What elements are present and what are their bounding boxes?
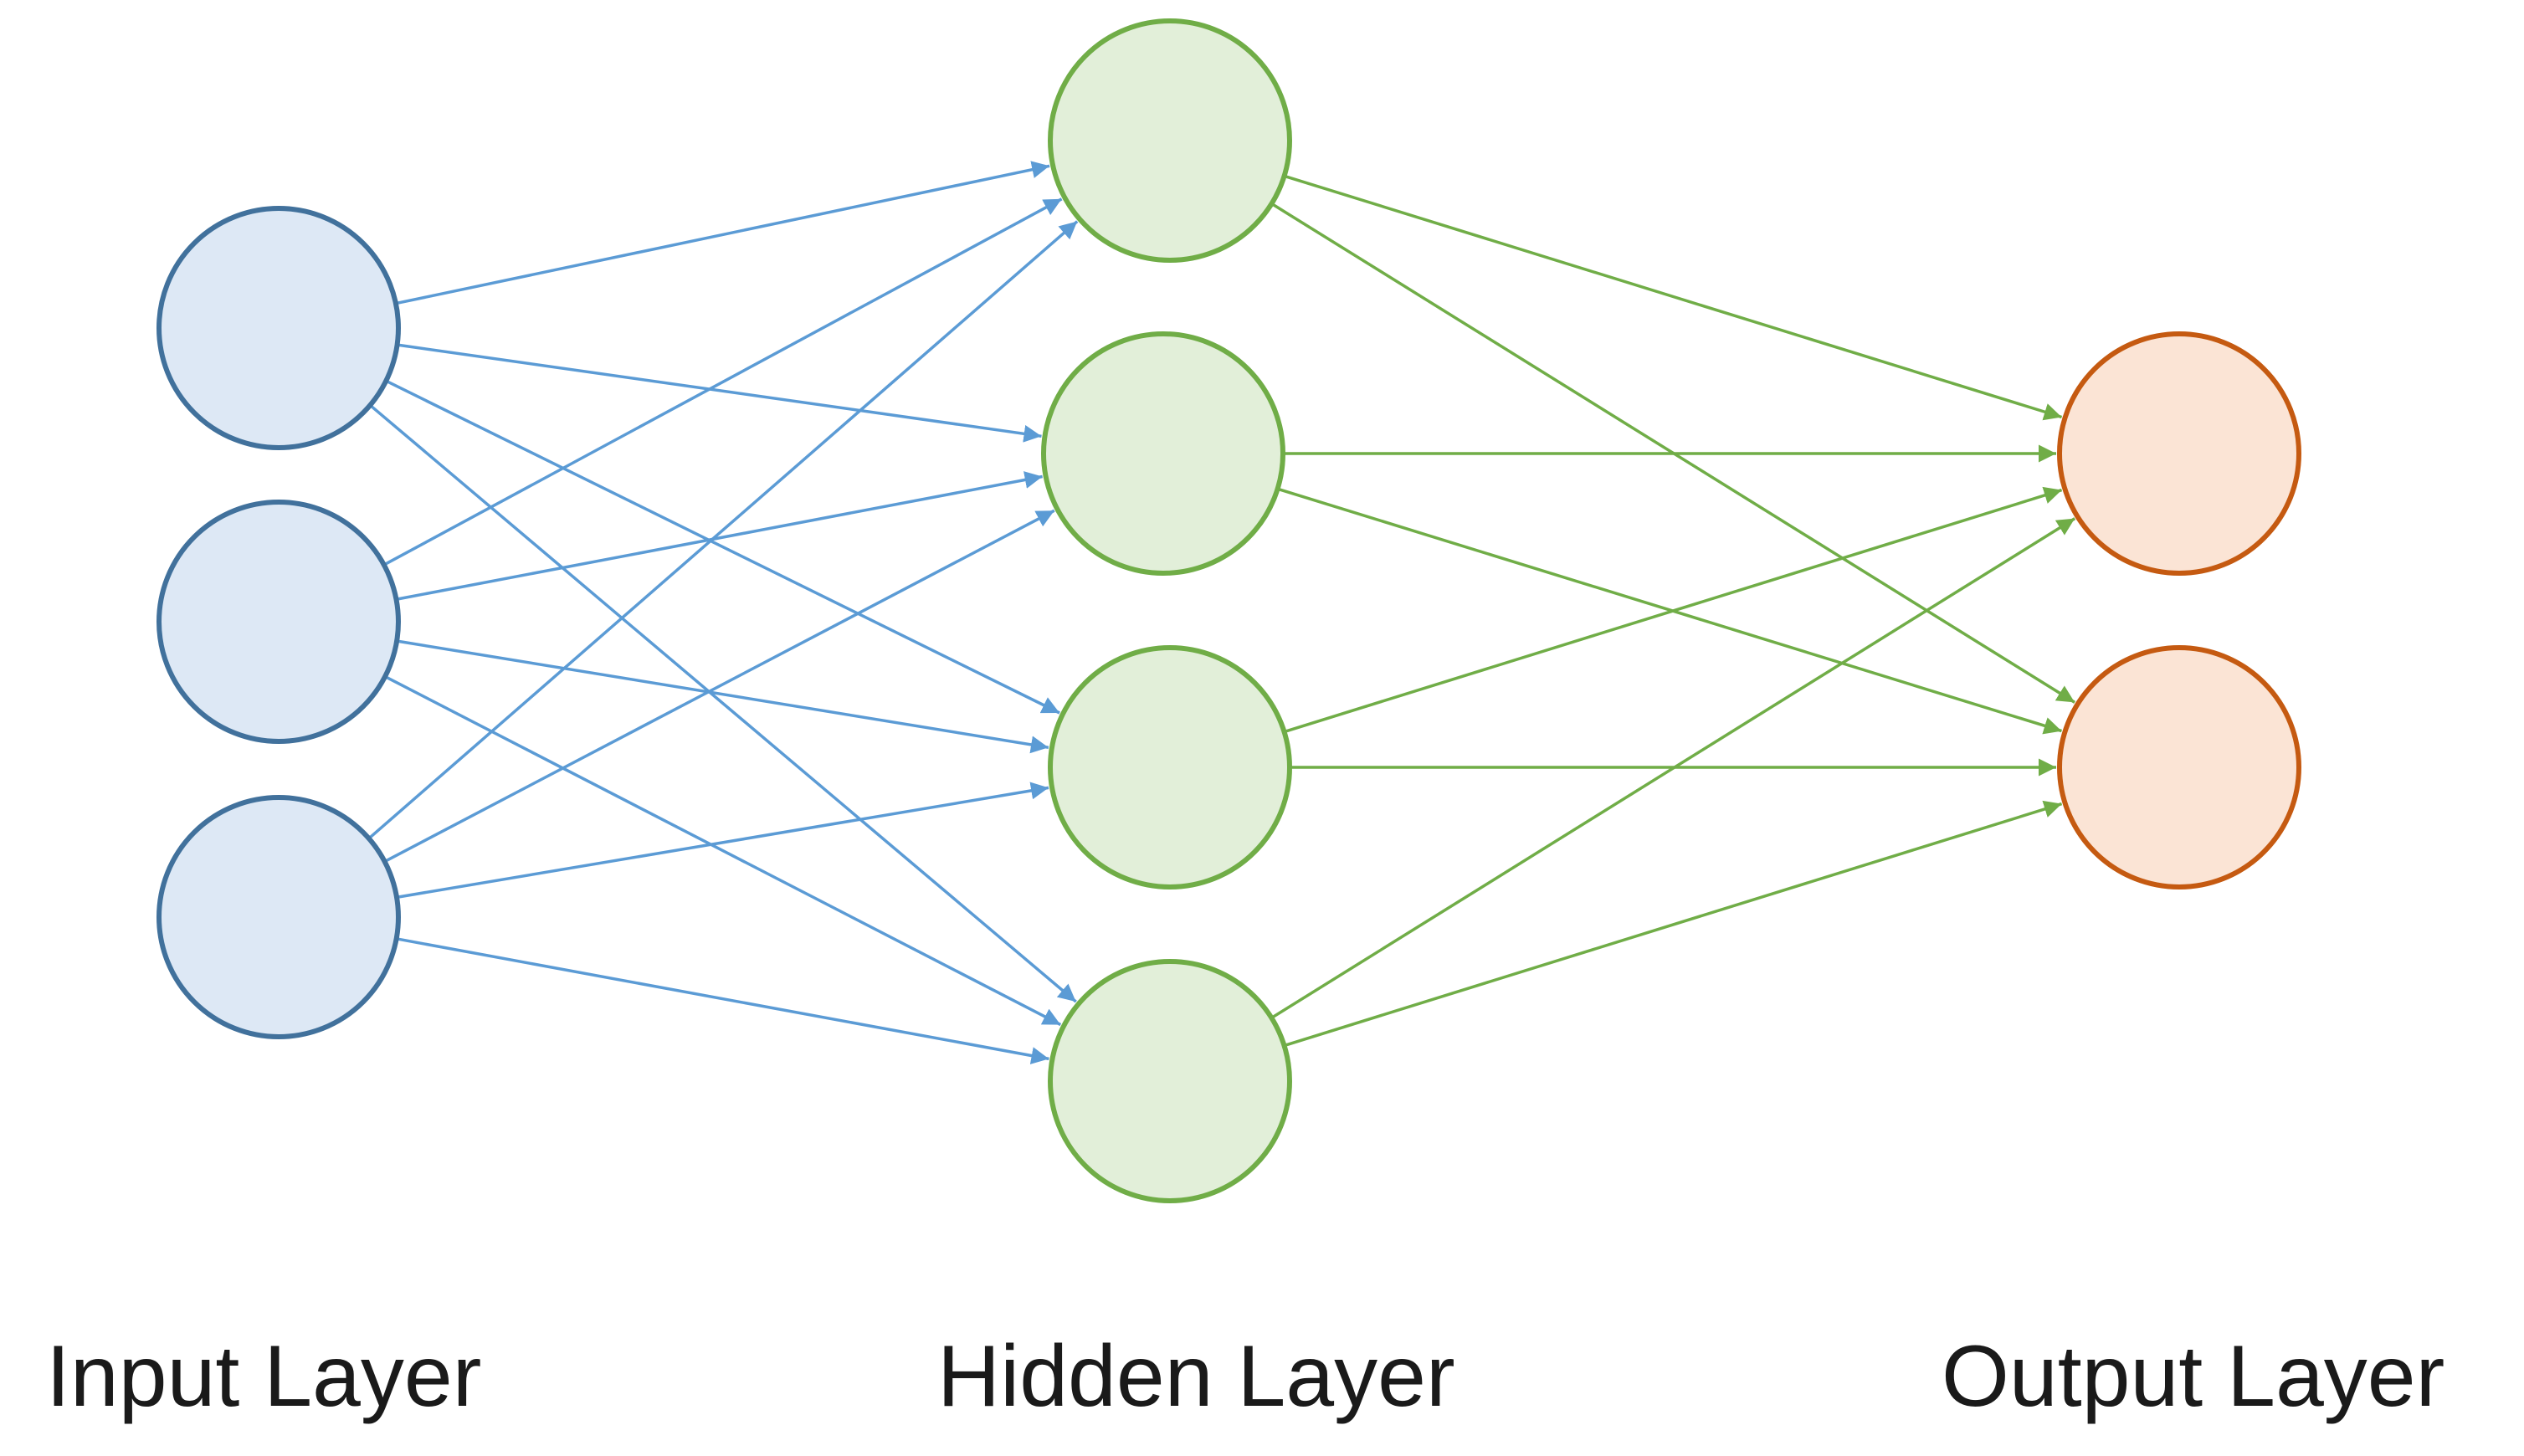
input-neuron-3 (156, 795, 401, 1039)
hidden-layer-neurons (1041, 18, 1292, 1203)
output-neuron-1 (2057, 331, 2301, 576)
connection-input-2-to-hidden-3 (398, 639, 1049, 754)
input-neuron-1 (156, 206, 401, 450)
output-neuron-2 (2057, 645, 2301, 889)
output-layer-label: Output Layer (1942, 1328, 2444, 1425)
hidden-neuron-3 (1048, 645, 1292, 889)
connection-input-1-to-hidden-2 (398, 343, 1042, 443)
connection-hidden-3-to-output-1 (1285, 486, 2063, 733)
hidden-to-output-connections (1272, 175, 2076, 1047)
input-layer-label: Input Layer (46, 1328, 481, 1425)
connection-input-3-to-hidden-2 (385, 509, 1055, 863)
input-layer-neurons (156, 206, 401, 1039)
output-layer-neurons (2057, 331, 2301, 889)
connection-input-2-to-hidden-1 (384, 197, 1063, 566)
hidden-neuron-1 (1048, 18, 1292, 263)
connection-hidden-4-to-output-2 (1285, 800, 2063, 1047)
connection-input-2-to-hidden-4 (386, 675, 1062, 1027)
input-to-hidden-connections (369, 161, 1079, 1064)
input-neuron-2 (156, 500, 401, 744)
connection-input-2-to-hidden-2 (398, 471, 1043, 601)
hidden-layer-label: Hidden Layer (937, 1328, 1455, 1425)
connection-input-1-to-hidden-1 (397, 161, 1050, 305)
connection-hidden-1-to-output-1 (1285, 175, 2063, 421)
connection-input-1-to-hidden-3 (387, 380, 1060, 715)
connection-input-3-to-hidden-4 (398, 937, 1049, 1064)
connection-hidden-4-to-output-1 (1272, 517, 2076, 1018)
hidden-neuron-4 (1048, 959, 1292, 1203)
connection-input-1-to-hidden-4 (370, 405, 1077, 1003)
hidden-neuron-2 (1041, 331, 1285, 576)
connection-input-3-to-hidden-1 (369, 220, 1079, 839)
connection-input-3-to-hidden-3 (398, 782, 1049, 899)
